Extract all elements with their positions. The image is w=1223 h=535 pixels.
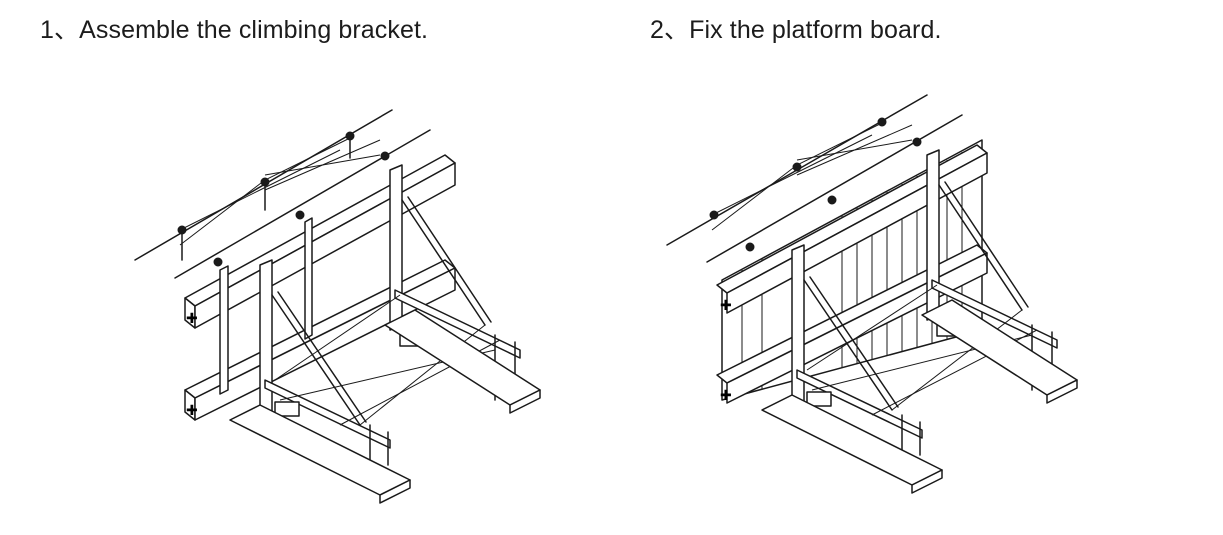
pipe-clamp bbox=[380, 151, 390, 161]
bottom-cross-beam bbox=[264, 379, 391, 449]
bottom-cross-beam bbox=[796, 369, 923, 439]
beam-bolt-icon: ✚ bbox=[720, 388, 732, 404]
diagonal-strut bbox=[803, 279, 893, 411]
platform-board-illustration: ✚ ✚ bbox=[666, 94, 1078, 494]
handrail-brace bbox=[179, 149, 341, 231]
vertical-post-rear bbox=[926, 149, 940, 321]
diagonal-strut bbox=[809, 276, 899, 408]
step-2-text: Fix the platform board. bbox=[689, 16, 942, 44]
pipe-clamp bbox=[709, 210, 719, 220]
bottom-tie-rod bbox=[806, 284, 938, 371]
beam-bolt-icon: ✚ bbox=[186, 311, 198, 327]
pipe-clamp bbox=[877, 117, 887, 127]
beam-bolt-icon: ✚ bbox=[186, 403, 198, 419]
base-plate-edge bbox=[379, 479, 411, 504]
pipe-clamp bbox=[827, 195, 837, 205]
base-plate-edge bbox=[509, 389, 541, 414]
pipe-clamp bbox=[912, 137, 922, 147]
step-1-number: 1、 bbox=[40, 16, 80, 44]
handrail-brace bbox=[711, 134, 873, 216]
bottom-tie-rod bbox=[274, 294, 401, 381]
handrail-brace bbox=[796, 124, 913, 176]
pipe-clamp bbox=[177, 225, 187, 235]
diagonal-strut bbox=[401, 199, 486, 326]
pipe-clamp bbox=[260, 177, 270, 187]
step-2-panel: 2、Fix the platform board. bbox=[612, 0, 1223, 535]
step-1-caption: 1、Assemble the climbing bracket. bbox=[40, 10, 428, 46]
pipe-clamp bbox=[745, 242, 755, 252]
vertical-post-mid bbox=[304, 217, 313, 340]
step-2-caption: 2、Fix the platform board. bbox=[650, 10, 942, 46]
vertical-post-left bbox=[219, 265, 229, 395]
diagonal-strut bbox=[271, 294, 361, 426]
diagonal-strut bbox=[944, 181, 1029, 308]
diagonal-strut bbox=[938, 184, 1023, 311]
diagonal-strut bbox=[407, 196, 492, 323]
beam-bolt-icon: ✚ bbox=[720, 298, 732, 314]
handrail-brace bbox=[264, 139, 381, 191]
step-1-text: Assemble the climbing bracket. bbox=[79, 16, 429, 44]
step-2-number: 2、 bbox=[650, 16, 690, 44]
vertical-post-rear bbox=[389, 164, 403, 331]
step-1-panel: 1、Assemble the climbing bracket. ✚ ✚ bbox=[40, 10, 541, 504]
anchor-shoe bbox=[274, 401, 300, 417]
pipe-clamp bbox=[792, 162, 802, 172]
climbing-bracket-illustration: ✚ ✚ bbox=[134, 109, 541, 504]
pipe-clamp bbox=[345, 131, 355, 141]
bottom-cross-beam bbox=[931, 279, 1058, 349]
anchor-shoe bbox=[806, 391, 832, 407]
base-plate-edge bbox=[911, 469, 943, 494]
pipe-clamp bbox=[213, 257, 223, 267]
pipe-clamp bbox=[295, 210, 305, 220]
base-plate bbox=[229, 404, 411, 496]
base-plate-edge bbox=[1046, 379, 1078, 404]
diagonal-strut bbox=[277, 291, 367, 423]
base-plate bbox=[761, 394, 943, 486]
